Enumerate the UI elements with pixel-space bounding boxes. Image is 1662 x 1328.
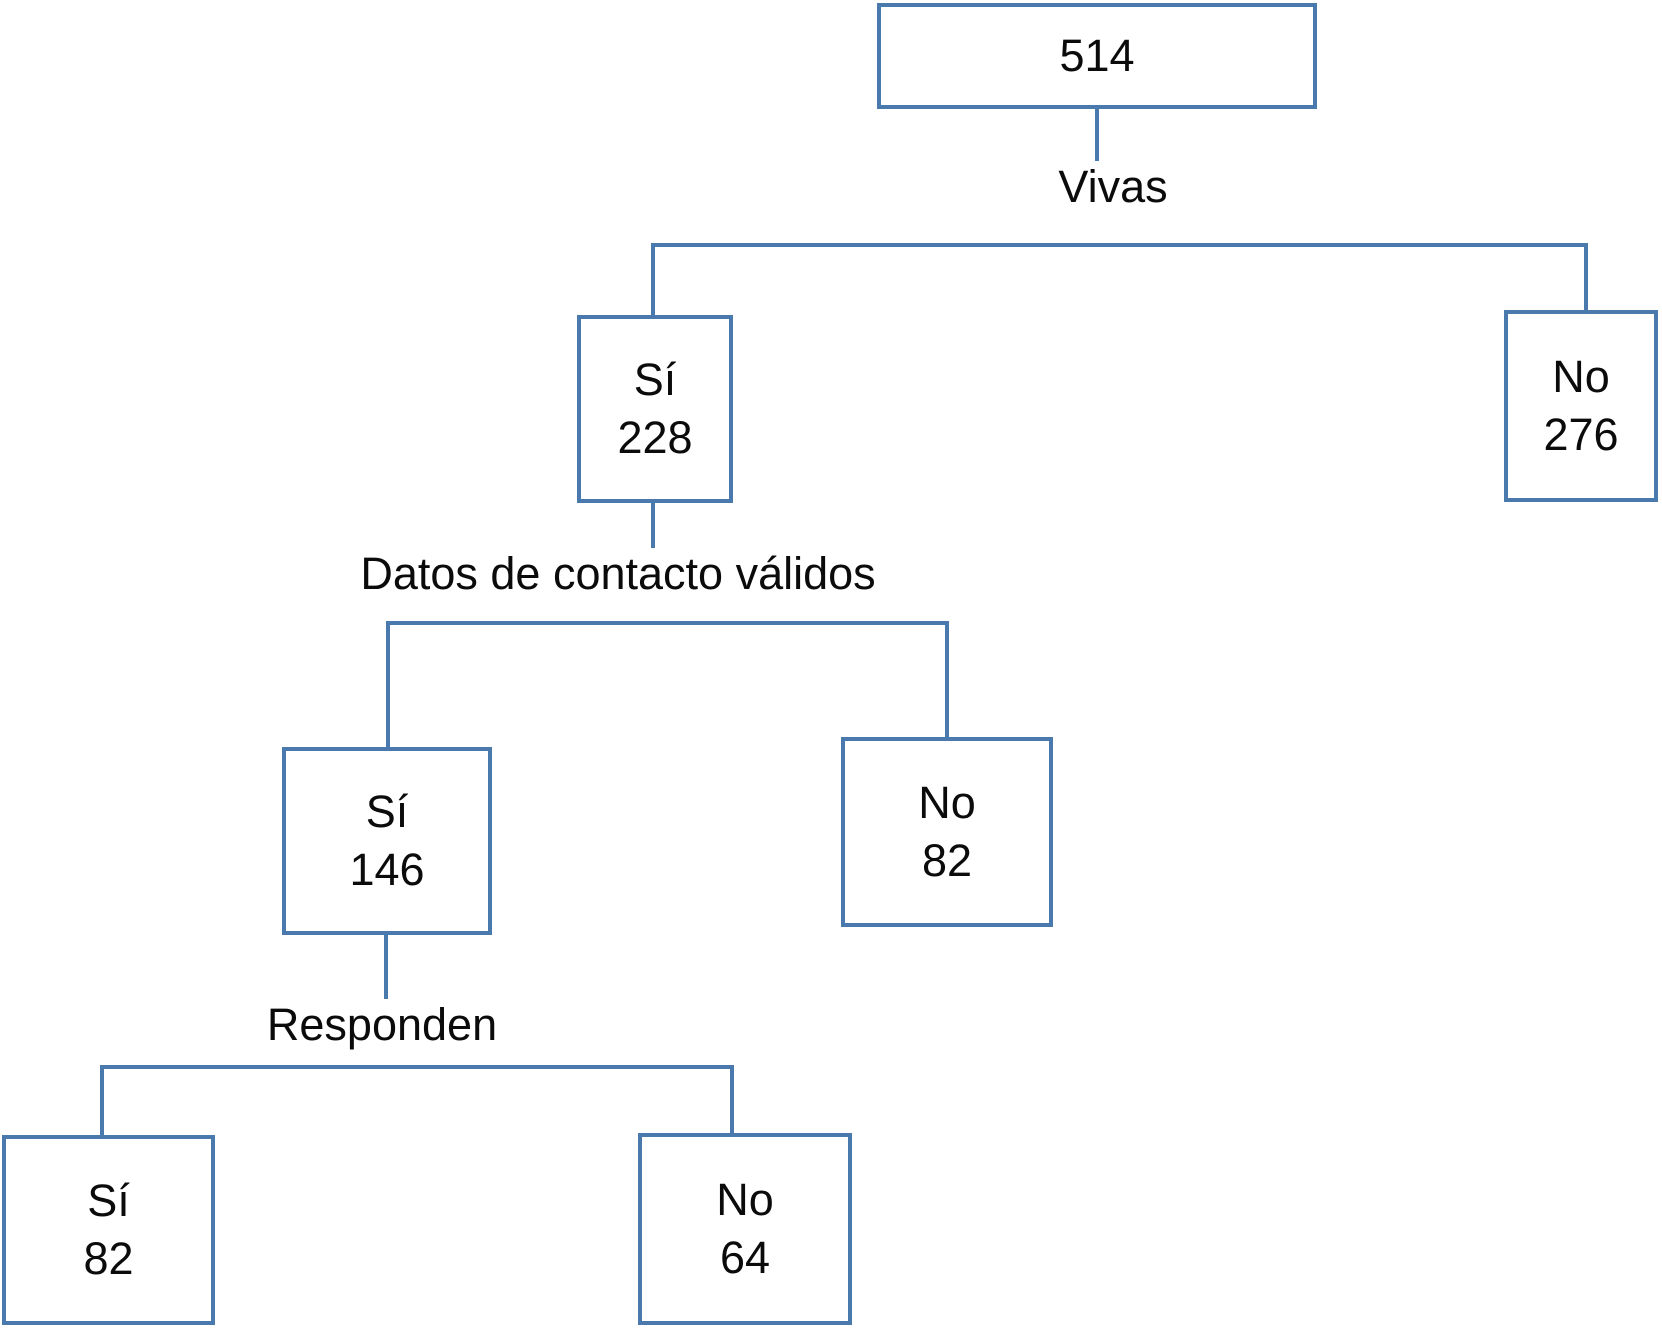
- node-responden-yes-label: Sí: [87, 1175, 130, 1227]
- connector-responden-left-drop: [100, 1065, 104, 1135]
- node-total-box: 514: [877, 3, 1317, 109]
- node-responden-no-box: No 64: [638, 1133, 852, 1325]
- node-vivas-no-box: No 276: [1504, 310, 1658, 502]
- connector-vivas-left-drop: [651, 243, 655, 315]
- node-datos-no-value: 82: [921, 835, 973, 886]
- node-datos-yes-box: Sí 146: [282, 747, 492, 935]
- node-datos-no-box: No 82: [841, 737, 1053, 927]
- branch-label-vivas: Vivas: [1058, 161, 1168, 212]
- branch-label-responden: Responden: [266, 999, 498, 1050]
- connector-datos-yes-stem: [384, 935, 388, 999]
- connector-datos-right-drop: [945, 621, 949, 737]
- node-vivas-yes-label: Sí: [633, 354, 677, 406]
- connector-datos-left-drop: [386, 621, 390, 747]
- connector-vivas-right-drop: [1584, 243, 1588, 310]
- connector-responden-right-drop: [730, 1065, 734, 1133]
- node-responden-no-value: 64: [719, 1232, 771, 1283]
- node-datos-yes-label: Sí: [365, 786, 409, 838]
- connector-vivas-horizontal: [651, 243, 1588, 247]
- node-responden-yes-box: Sí 82: [2, 1135, 215, 1325]
- connector-responden-horizontal: [100, 1065, 734, 1069]
- node-vivas-no-label: No: [1552, 351, 1610, 403]
- node-vivas-yes-value: 228: [617, 412, 693, 463]
- node-vivas-no-value: 276: [1543, 409, 1619, 460]
- branch-label-datos-contacto: Datos de contacto válidos: [360, 548, 876, 599]
- node-datos-no-label: No: [918, 777, 976, 829]
- connector-datos-horizontal: [386, 621, 949, 625]
- node-responden-no-label: No: [716, 1174, 774, 1226]
- node-vivas-yes-box: Sí 228: [577, 315, 733, 503]
- node-datos-yes-value: 146: [349, 844, 425, 895]
- connector-root-stem: [1095, 109, 1099, 161]
- connector-vivas-yes-stem: [651, 502, 655, 548]
- node-total-value: 514: [1059, 30, 1135, 82]
- node-responden-yes-value: 82: [83, 1233, 134, 1284]
